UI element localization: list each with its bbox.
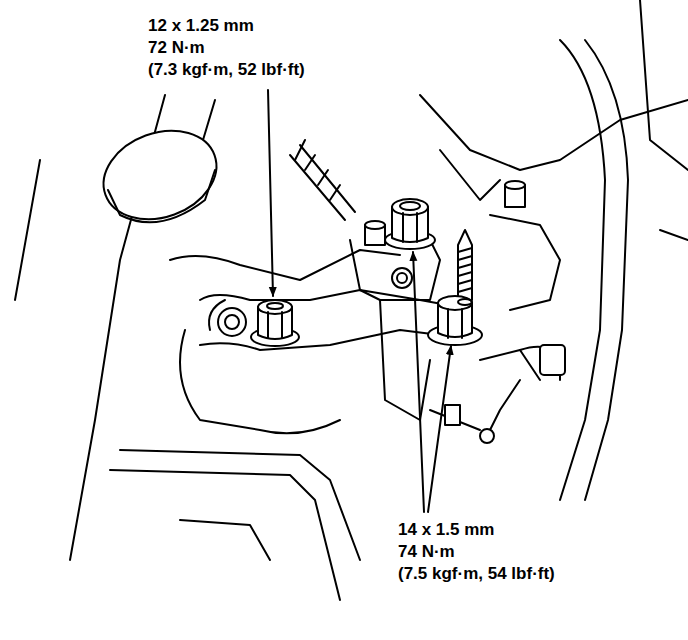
torque-spec-label: 74 N·m [396, 542, 457, 562]
torque-spec-label: (7.5 kgf·m, 54 lbf·ft) [396, 564, 557, 584]
torque-spec-label: (7.3 kgf·m, 52 lbf·ft) [146, 60, 307, 80]
torque-spec-label: 72 N·m [146, 38, 207, 58]
torque-spec-label: 12 x 1.25 mm [146, 16, 256, 36]
torque-spec-label: 14 x 1.5 mm [396, 520, 496, 540]
